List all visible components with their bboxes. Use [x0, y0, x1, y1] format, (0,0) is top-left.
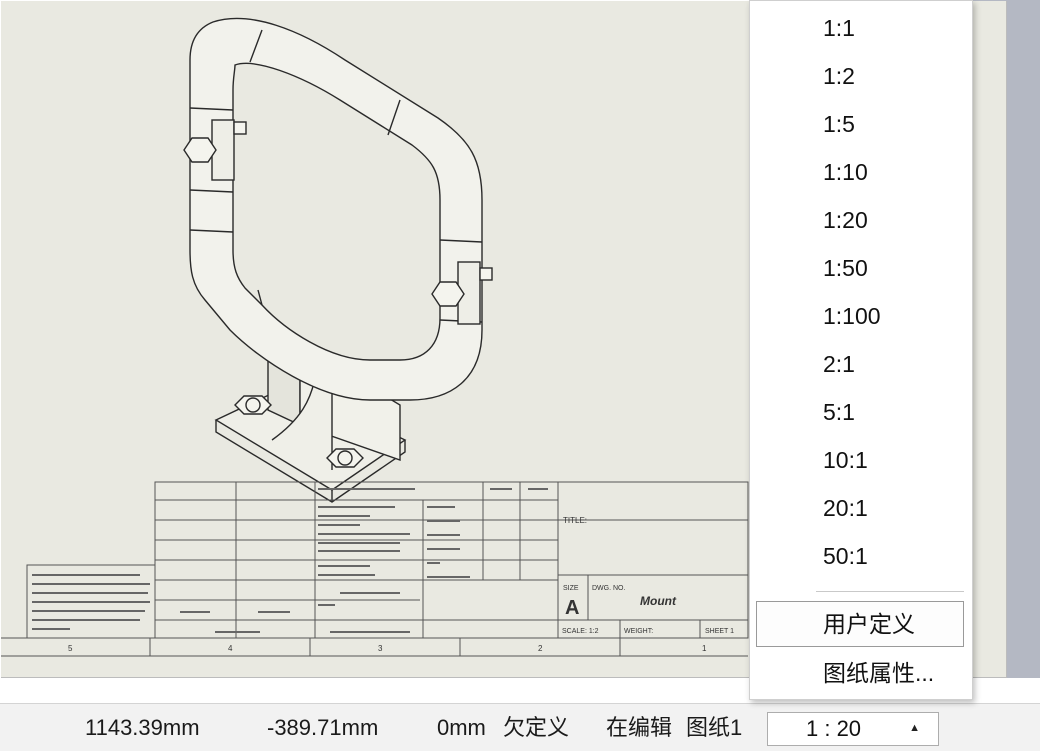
scale-option[interactable]: 50:1	[823, 543, 868, 569]
status-bar: 1143.39mm -389.71mm 0mm 欠定义 在编辑 图纸1 1 : …	[0, 703, 1040, 751]
size-label: SIZE	[563, 585, 579, 592]
title-label: TITLE:	[563, 516, 587, 525]
scale-selector[interactable]: 1 : 20 ▲	[767, 712, 939, 746]
z-coordinate: 0mm	[437, 715, 486, 740]
base-bolt-2	[326, 448, 364, 468]
definition-status[interactable]: 欠定义	[503, 715, 570, 740]
scale-option[interactable]: 20:1	[823, 495, 868, 521]
scale-option[interactable]: 2:1	[823, 351, 855, 377]
caret-up-icon: ▲	[909, 722, 920, 734]
scale-option[interactable]: 1:20	[823, 207, 868, 233]
zone-number: 2	[538, 644, 543, 653]
sheet-label: SHEET 1	[705, 628, 734, 635]
scale-option[interactable]: 1:50	[823, 255, 868, 281]
scale-value: 1 : 20	[806, 716, 862, 741]
title-block-small-text	[32, 488, 548, 633]
scale-option[interactable]: 1:2	[823, 63, 855, 89]
title-block	[1, 481, 749, 657]
zone-number: 5	[68, 644, 73, 653]
scale-option[interactable]: 1:1	[823, 15, 855, 41]
sheet-name: 图纸1	[686, 715, 743, 740]
drawing-graphics: TITLE: SIZE A DWG. NO. Mount SCALE: 1:2 …	[1, 17, 749, 657]
scale-option[interactable]: 10:1	[823, 447, 868, 473]
size-value: A	[565, 597, 579, 619]
mount-part	[183, 17, 493, 503]
scale-option[interactable]: 1:100	[823, 303, 881, 329]
weight-label: WEIGHT:	[624, 628, 653, 635]
scale-option[interactable]: 1:10	[823, 159, 868, 185]
dwg-no-value: Mount	[640, 594, 677, 608]
x-coordinate: 1143.39mm	[85, 715, 200, 740]
clamp-bolt-2	[431, 261, 493, 325]
menu-separator	[816, 591, 964, 592]
zone-number: 3	[378, 644, 383, 653]
base-bolt-1	[234, 395, 272, 415]
scale-option[interactable]: 5:1	[823, 399, 855, 425]
zone-number: 4	[228, 644, 233, 653]
scale-label: SCALE: 1:2	[562, 628, 599, 635]
y-coordinate: -389.71mm	[267, 715, 379, 740]
clamp-bolt-1	[183, 119, 247, 181]
dwg-no-label: DWG. NO.	[592, 585, 625, 592]
user-defined-option[interactable]: 用户定义	[756, 601, 964, 647]
sheet-properties-option[interactable]: 图纸属性...	[823, 660, 935, 686]
scale-menu: 1:1 1:2 1:5 1:10 1:20 1:50 1:100 2:1 5:1…	[749, 0, 973, 700]
edit-mode: 在编辑	[606, 715, 673, 740]
scale-option[interactable]: 1:5	[823, 111, 855, 137]
zone-number: 1	[702, 644, 707, 653]
